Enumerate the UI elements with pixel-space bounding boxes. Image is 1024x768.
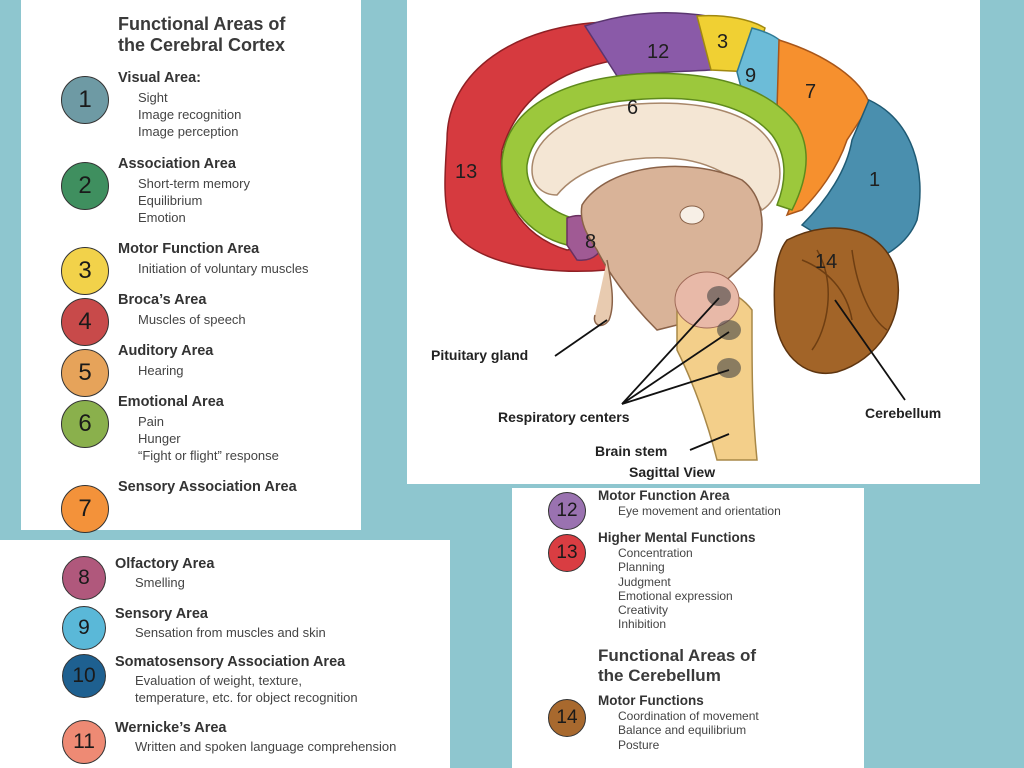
- cerebellum-title-line1: Functional Areas of: [598, 646, 757, 665]
- description-line: Posture: [618, 737, 660, 752]
- cerebellum-label: Cerebellum: [865, 405, 941, 421]
- entry-title: Olfactory Area: [115, 556, 215, 572]
- cerebral-cortex-legend-panel: Functional Areas of the Cerebral Cortex …: [21, 0, 361, 533]
- region-label-8: 8: [585, 231, 596, 253]
- entry-title: Sensory Association Area: [118, 479, 297, 495]
- legend-title: Functional Areas of the Cerebral Cortex: [118, 14, 285, 56]
- number-badge: 7: [61, 485, 109, 533]
- region-label-13: 13: [455, 161, 477, 183]
- description-line: Coordination of movement: [618, 709, 759, 723]
- description-line: Pain: [138, 414, 165, 429]
- description-line: Planning: [618, 560, 665, 575]
- region-6: [501, 72, 807, 246]
- entry-title: Auditory Area: [118, 343, 214, 359]
- description-line: Hearing: [138, 363, 184, 378]
- brain-illustration: 12 3 9 7 6 13 1 8 14 Pituitary gland Res…: [431, 12, 941, 480]
- number-badge: 8: [62, 556, 106, 600]
- number-badge: 13: [548, 534, 586, 572]
- description-line: Evaluation of weight, texture,: [135, 673, 302, 688]
- description-line: Emotional expression: [618, 588, 733, 603]
- pituitary-shape: [593, 259, 614, 327]
- description-line: Hunger: [138, 431, 181, 446]
- entry-title: Somatosensory Association Area: [115, 654, 346, 670]
- entry-description: Written and spoken language comprehensio…: [135, 738, 396, 755]
- entry-title: Visual Area:: [118, 70, 202, 86]
- description-line: Muscles of speech: [138, 312, 246, 327]
- respiratory-centers-label: Respiratory centers: [498, 409, 630, 425]
- description-line: Sight: [138, 90, 168, 105]
- description-line: Eye movement and orientation: [618, 504, 781, 518]
- entry-title: Motor Function Area: [598, 488, 730, 503]
- description-line: Concentration: [618, 546, 693, 560]
- number-badge: 5: [61, 349, 109, 397]
- entry-description: Sensation from muscles and skin: [135, 624, 326, 641]
- region-label-6: 6: [627, 97, 638, 119]
- description-line: Inhibition: [618, 617, 667, 632]
- description-line: Initiation of voluntary muscles: [138, 261, 309, 276]
- description-line: Emotion: [138, 210, 186, 225]
- number-badge: 2: [61, 162, 109, 210]
- entry-title: Motor Functions: [598, 693, 704, 708]
- entry-title: Emotional Area: [118, 394, 224, 410]
- entry-description: Evaluation of weight, texture, temperatur…: [135, 672, 358, 706]
- number-badge: 9: [62, 606, 106, 650]
- legend-title-line2: the Cerebral Cortex: [118, 35, 286, 55]
- entry-description: Smelling: [135, 574, 185, 591]
- description-line: Smelling: [135, 575, 185, 590]
- entry-description: Hearing: [138, 362, 184, 379]
- entry-title: Motor Function Area: [118, 241, 260, 257]
- entry-description: Initiation of voluntary muscles: [138, 260, 309, 277]
- entry-title: Wernicke’s Area: [115, 720, 227, 736]
- cerebellum-title: Functional Areas of the Cerebellum: [598, 646, 756, 686]
- description-line: Written and spoken language comprehensio…: [135, 739, 397, 754]
- cerebellum-title-line2: the Cerebellum: [598, 666, 721, 685]
- entry-title: Broca’s Area: [118, 292, 207, 308]
- entry-description: Muscles of speech: [138, 311, 246, 328]
- description-line: Balance and equilibrium: [618, 723, 747, 738]
- description-line: Equilibrium: [138, 193, 203, 208]
- entry-title: Higher Mental Functions: [598, 530, 756, 545]
- region-1: [800, 98, 921, 263]
- description-line: Creativity: [618, 603, 669, 618]
- sagittal-brain-diagram: 12 3 9 7 6 13 1 8 14 Pituitary gland Res…: [407, 0, 980, 484]
- number-badge: 6: [61, 400, 109, 448]
- legend-title-line1: Functional Areas of: [118, 14, 286, 34]
- number-badge: 3: [61, 247, 109, 295]
- description-line: “Fight or flight” response: [138, 448, 279, 463]
- corpus-callosum: [531, 102, 781, 212]
- region-label-7: 7: [805, 81, 816, 103]
- thalamus-highlight: [679, 205, 705, 225]
- number-badge: 14: [548, 699, 586, 737]
- description-line: Short-term memory: [138, 176, 250, 191]
- number-badge: 1: [61, 76, 109, 124]
- number-badge: 10: [62, 654, 106, 698]
- number-badge: 12: [548, 492, 586, 530]
- region-label-14: 14: [815, 251, 837, 273]
- region-label-3: 3: [717, 31, 728, 53]
- sagittal-view-label: Sagittal View: [629, 464, 715, 480]
- description-line: temperature, etc. for object recognition: [135, 690, 358, 705]
- region-label-12: 12: [647, 41, 669, 63]
- number-badge: 11: [62, 720, 106, 764]
- region-label-1: 1: [869, 169, 880, 191]
- description-line: Image recognition: [138, 107, 242, 122]
- description-line: Image perception: [138, 124, 239, 139]
- region-label-9: 9: [745, 65, 756, 87]
- description-line: Sensation from muscles and skin: [135, 625, 326, 640]
- brain-stem-label: Brain stem: [595, 443, 667, 459]
- pituitary-gland-label: Pituitary gland: [431, 347, 528, 363]
- number-badge: 4: [61, 298, 109, 346]
- entry-description: Eye movement and orientation: [618, 504, 781, 518]
- entry-title: Association Area: [118, 156, 236, 172]
- entry-title: Sensory Area: [115, 606, 208, 622]
- description-line: Judgment: [618, 574, 671, 589]
